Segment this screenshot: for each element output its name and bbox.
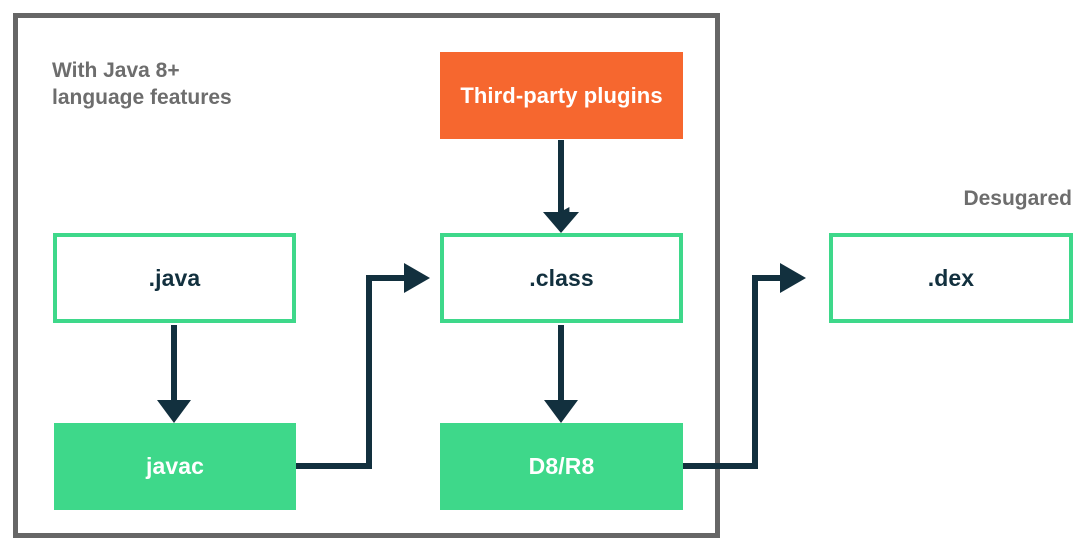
edge-class-to-d8r8 [544,325,578,423]
edge-javac-to-class [296,263,430,469]
node-dex-file[interactable]: .dex [829,233,1073,323]
edge-thirdparty-to-class [543,140,579,233]
desugared-label: Desugared [963,187,1072,210]
java8-features-label: With Java 8+ language features [52,59,232,109]
edge-d8r8-to-dex [683,263,806,469]
node-java-source[interactable]: .java [53,233,296,323]
node-d8-r8-compiler[interactable]: D8/R8 [440,423,683,510]
build-scope-frame [13,13,720,538]
edge-java-to-javac [157,325,191,423]
node-javac-compiler[interactable]: javac [54,423,296,510]
node-class-file[interactable]: .class [440,233,683,323]
node-third-party-plugins[interactable]: Third-party plugins [440,52,683,139]
